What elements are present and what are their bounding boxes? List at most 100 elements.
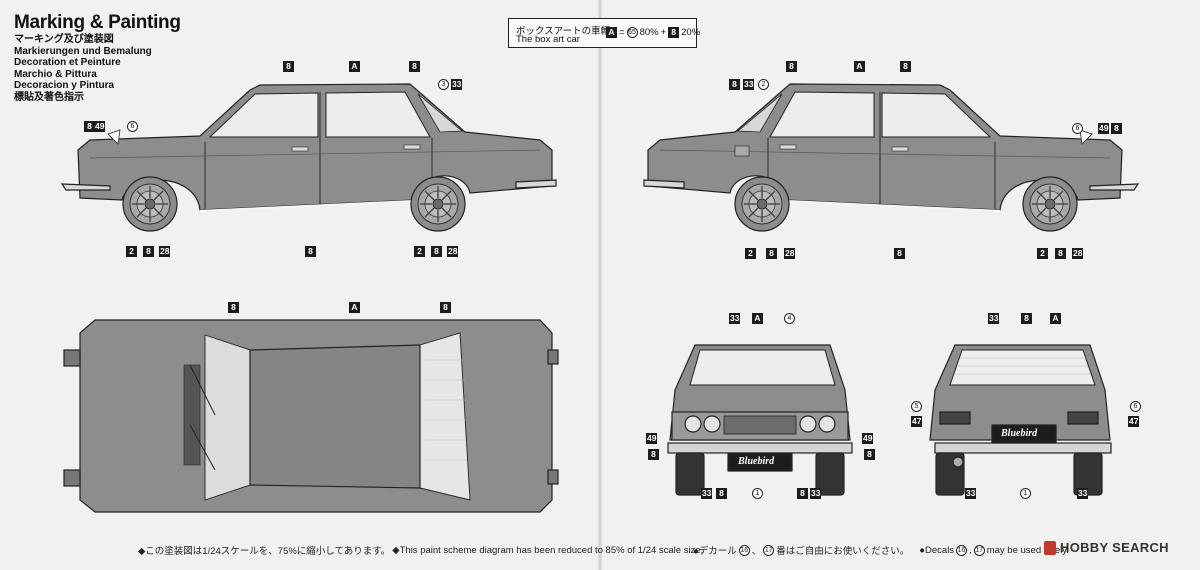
scale-note-ja: ◆この塗装図は1/24スケールを、75%に縮小してあります。 xyxy=(138,546,391,557)
mix-percent: 20% xyxy=(681,27,701,38)
callout-badge: 8 xyxy=(648,449,659,460)
callout-badge: 28 xyxy=(1072,248,1084,259)
box-art-label-ja: ボックスアートの車輌 xyxy=(516,26,611,37)
wheel-rear-left xyxy=(122,176,178,232)
color-code-badge: A xyxy=(606,27,617,38)
callout-ring: 6 xyxy=(1072,123,1083,134)
callout-badge: 49 xyxy=(862,433,874,444)
callout-badge: 8 xyxy=(729,79,740,90)
callout-badge: 8 xyxy=(797,488,808,499)
footer-decal-note: ●デカール 16 、 17 番はご自由にお使いください。 ●Decals 16 … xyxy=(693,543,1069,557)
decal-note-en-rest: may be used freely. xyxy=(986,544,1069,556)
callout-badge: 2 xyxy=(414,246,425,257)
callout-badge: 8 xyxy=(228,302,239,313)
callout-badge: 33 xyxy=(1077,488,1089,499)
callout-badge: 8 xyxy=(786,61,797,72)
callout-badge: 47 xyxy=(1128,416,1140,427)
decal-number-ring: 16 xyxy=(738,544,750,556)
callout-badge: A xyxy=(752,313,763,324)
brand-logo-icon xyxy=(1044,540,1056,555)
paint-mix-formula: A = 65 80% + 8 20% xyxy=(606,27,700,38)
callout-badge: 28 xyxy=(784,248,796,259)
callout-badge: 8 xyxy=(84,121,95,132)
equals-sign: = xyxy=(619,27,625,38)
footer-scale-note: ◆この塗装図は1/24スケールを、75%に縮小してあります。 ◆This pai… xyxy=(138,543,704,558)
callout-badge: 8 xyxy=(900,61,911,72)
callout-badge: A xyxy=(349,61,360,72)
subtitle-fr: Decoration et Peinture xyxy=(14,57,121,68)
callout-badge: 33 xyxy=(451,79,463,90)
page-fold xyxy=(598,0,602,570)
subtitle-es: Decoracion y Pintura xyxy=(14,80,115,91)
subtitle-it: Marchio & Pittura xyxy=(14,68,97,80)
callout-badge: 8 xyxy=(766,248,777,259)
separator: 、 xyxy=(751,546,762,557)
callout-badge: 28 xyxy=(447,246,459,257)
decal-note-ja: ●デカール xyxy=(693,546,737,557)
callout-badge: 2 xyxy=(745,248,756,259)
wheel-rear-right xyxy=(1022,176,1078,232)
car-top-view xyxy=(63,319,559,513)
callout-badge: 49 xyxy=(646,433,658,444)
separator: , xyxy=(969,544,972,556)
mix-percent: 80% xyxy=(639,27,659,38)
car-side-view-left xyxy=(60,83,557,213)
callout-badge: 8 xyxy=(716,488,727,499)
callout-badge: 33 xyxy=(810,488,822,499)
callout-badge: 33 xyxy=(965,488,977,499)
brand-watermark: HOBBY SEARCH xyxy=(1044,540,1169,555)
decal-number-ring: 17 xyxy=(973,544,985,556)
plus-sign: + xyxy=(660,27,667,38)
callout-ring: 6 xyxy=(127,121,138,132)
box-art-legend: ボックスアートの車輌 The box art car A = 65 80% + … xyxy=(508,18,700,48)
wheel-front-right xyxy=(734,176,790,232)
callout-badge: 8 xyxy=(440,302,451,313)
callout-badge: 2 xyxy=(1037,248,1048,259)
callout-badge: 47 xyxy=(911,416,923,427)
callout-badge: 8 xyxy=(864,449,875,460)
callout-badge: 33 xyxy=(743,79,755,90)
car-side-view-right xyxy=(643,83,1140,213)
subtitle-zh: 標貼及著色指示 xyxy=(14,91,84,103)
callout-ring: 1 xyxy=(1020,488,1031,499)
callout-badge: 33 xyxy=(988,313,1000,324)
callout-badge: 49 xyxy=(94,121,106,132)
brand-name: HOBBY SEARCH xyxy=(1060,540,1169,555)
callout-badge: 49 xyxy=(1098,123,1110,134)
scale-note-en: ◆This paint scheme diagram has been redu… xyxy=(392,544,704,556)
callout-badge: 8 xyxy=(143,246,154,257)
front-license-plate: Bluebird xyxy=(738,456,775,467)
callout-badge: 8 xyxy=(283,61,294,72)
rear-license-plate: Bluebird xyxy=(1001,428,1038,439)
callout-badge: A xyxy=(349,302,360,313)
callout-ring: 4 xyxy=(784,313,795,324)
wheel-front-left xyxy=(410,176,466,232)
callout-badge: 8 xyxy=(409,61,420,72)
callout-badge: 8 xyxy=(305,246,316,257)
box-art-label-en: The box art car xyxy=(516,34,580,45)
callout-ring: 3 xyxy=(438,79,449,90)
car-front-view xyxy=(667,344,853,496)
color-code-ring: 65 xyxy=(626,27,638,38)
callout-badge: 8 xyxy=(431,246,442,257)
callout-badge: 8 xyxy=(1111,123,1122,134)
page-title: Marking & Painting xyxy=(14,12,181,33)
subtitle-ja: マーキング及び塗装図 xyxy=(14,34,114,45)
callout-badge: 8 xyxy=(1021,313,1032,324)
callout-ring: 2 xyxy=(758,79,769,90)
heading-block: Marking & Painting マーキング及び塗装図 Markierung… xyxy=(14,12,181,103)
callout-ring: 5 xyxy=(911,401,922,412)
color-code-badge: 8 xyxy=(668,27,680,38)
decal-number-ring: 17 xyxy=(763,544,775,556)
callout-ring: 1 xyxy=(752,488,763,499)
callout-badge: 2 xyxy=(126,246,137,257)
decal-number-ring: 16 xyxy=(956,544,968,556)
callout-badge: A xyxy=(854,61,865,72)
decal-note-ja-rest: 番はご自由にお使いください。 xyxy=(776,546,910,557)
callout-badge: 8 xyxy=(1055,248,1066,259)
callout-ring: 6 xyxy=(1130,401,1141,412)
car-rear-view xyxy=(929,344,1112,496)
callout-badge: 28 xyxy=(159,246,171,257)
subtitle-de: Markierungen und Bemalung xyxy=(14,45,152,57)
